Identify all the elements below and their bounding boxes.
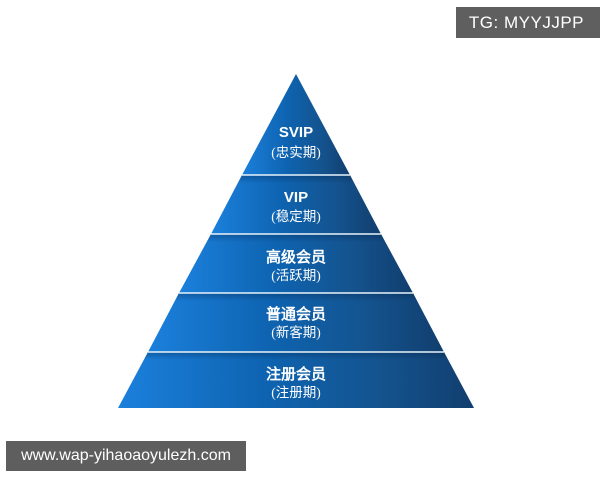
tier-shade	[118, 352, 474, 408]
tier-sublabel-registered: (注册期)	[271, 385, 321, 400]
tier-label-regular: 普通会员	[266, 305, 326, 323]
tier-label-senior: 高级会员	[266, 248, 326, 266]
tier-shade	[211, 175, 381, 234]
tier-sublabel-senior: (活跃期)	[271, 268, 321, 283]
tier-label-registered: 注册会员	[266, 365, 326, 383]
pyramid-tier-svip	[242, 74, 350, 175]
tier-sublabel-svip: (忠实期)	[271, 145, 321, 160]
tier-shade	[179, 234, 413, 293]
tier-sublabel-regular: (新客期)	[271, 324, 321, 340]
watermark-url: www.wap-yihaoaoyulezh.com	[6, 441, 246, 471]
tier-label-svip: SVIP	[279, 124, 313, 141]
tier-shade	[148, 293, 444, 352]
tier-sublabel-vip: (稳定期)	[271, 209, 321, 224]
tier-label-vip: VIP	[284, 189, 308, 206]
telegram-badge: TG: MYYJJPP	[455, 7, 600, 38]
